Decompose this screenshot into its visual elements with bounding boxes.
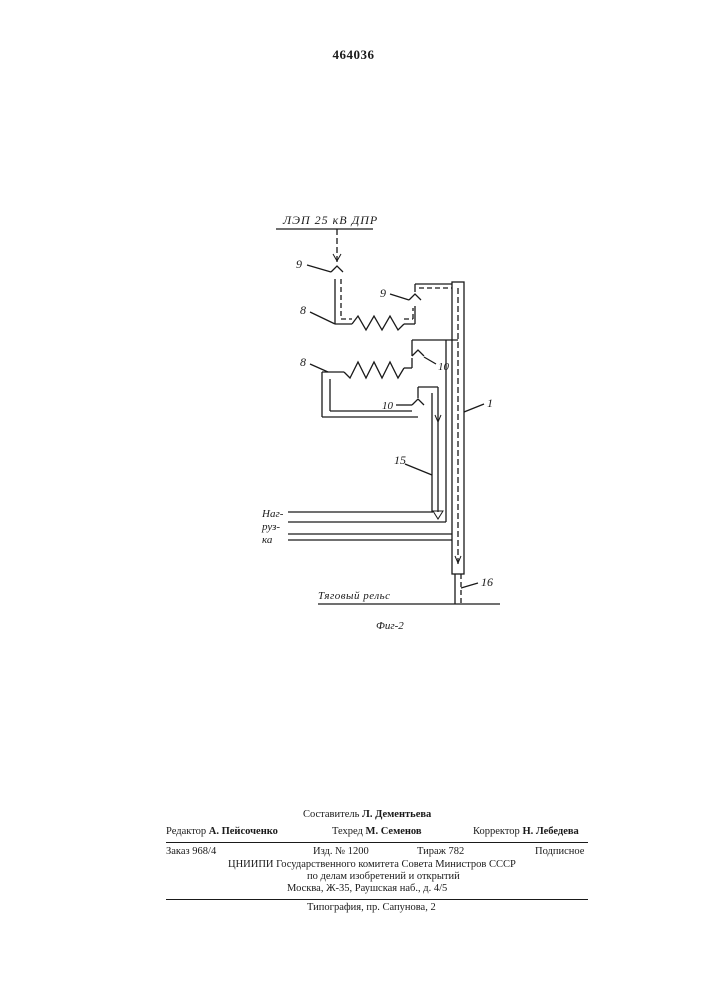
label-1: 1 — [487, 396, 493, 410]
fuse-9a — [331, 266, 343, 272]
figure-caption: Фиг-2 — [376, 620, 404, 632]
circulation: Тираж 782 — [417, 846, 464, 857]
rail-label: Тяговый рельс — [318, 590, 391, 602]
label-10b: 10 — [382, 400, 394, 412]
editor-role: Редактор — [166, 826, 206, 837]
label-10a: 10 — [438, 361, 450, 373]
fuse-10b — [412, 399, 424, 405]
org-line-3: Москва, Ж-35, Раушская наб., д. 4/5 — [287, 883, 447, 894]
resistor-8a — [352, 316, 404, 330]
subscription: Подписное — [535, 846, 584, 857]
label-9a: 9 — [296, 257, 302, 271]
resistor-8b — [344, 362, 404, 378]
label-8b: 8 — [300, 355, 306, 369]
corrector-line: Корректор Н. Лебедева — [473, 826, 579, 837]
label-top-line: ЛЭП 25 кВ ДПР — [282, 213, 378, 227]
fuse-10a — [412, 350, 424, 356]
compiler-role: Составитель — [303, 809, 359, 820]
compiler-name: Л. Дементьева — [362, 809, 431, 820]
order-number: Заказ 968/4 — [166, 846, 216, 857]
techred-role: Техред — [332, 826, 363, 837]
corrector-role: Корректор — [473, 826, 520, 837]
corrector-name: Н. Лебедева — [522, 826, 578, 837]
fuse-9b — [409, 294, 421, 300]
editor-line: Редактор А. Пейсоченко — [166, 826, 278, 837]
typography-line: Типография, пр. Сапунова, 2 — [307, 902, 436, 913]
label-8a: 8 — [300, 303, 306, 317]
imprint-rule-2 — [166, 899, 588, 900]
label-15: 15 — [394, 453, 406, 467]
org-line-2: по делам изобретений и открытий — [307, 871, 460, 882]
techred-line: Техред М. Семенов — [332, 826, 422, 837]
load-label-2: руз- — [261, 521, 280, 533]
load-terminal — [433, 511, 443, 519]
label-9b: 9 — [380, 286, 386, 300]
org-line-1: ЦНИИПИ Государственного комитета Совета … — [228, 859, 516, 870]
editor-name: А. Пейсоченко — [209, 826, 278, 837]
compiler-line: Составитель Л. Дементьева — [303, 809, 431, 820]
label-16: 16 — [481, 575, 493, 589]
edition-number: Изд. № 1200 — [313, 846, 369, 857]
load-label-3: ка — [262, 534, 273, 546]
techred-name: М. Семенов — [366, 826, 422, 837]
load-label-1: Наг- — [261, 508, 284, 520]
imprint-rule-1 — [166, 842, 588, 843]
